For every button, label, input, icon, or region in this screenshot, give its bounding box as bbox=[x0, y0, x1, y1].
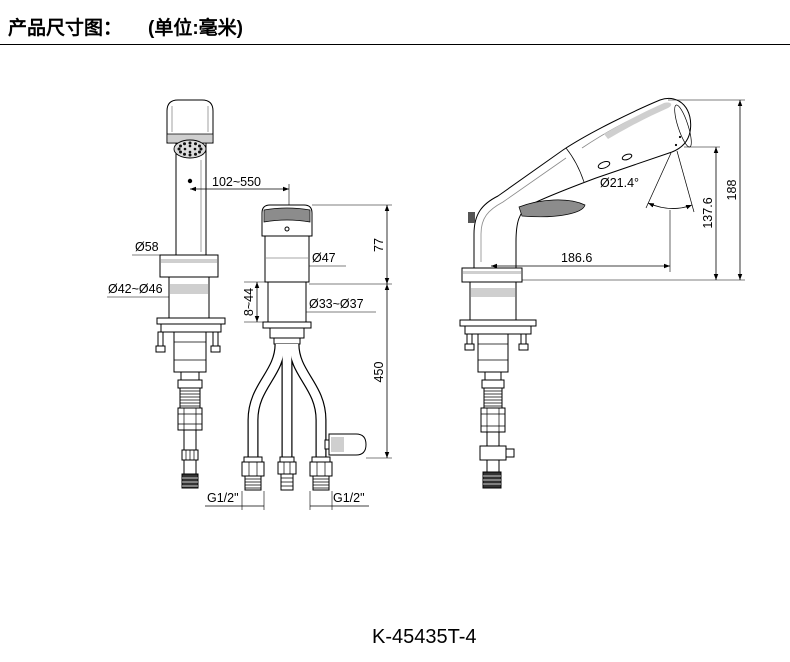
dim-spray-angle: Ø21.4° bbox=[600, 176, 639, 190]
header-divider bbox=[0, 44, 790, 45]
spout-lever bbox=[518, 199, 586, 218]
spout-body bbox=[175, 139, 207, 256]
spout-side-view bbox=[459, 98, 692, 489]
mounting-plate bbox=[156, 317, 226, 333]
valve-shank bbox=[267, 281, 307, 323]
handle-side-view bbox=[241, 204, 367, 491]
dim-spout-reach: 186.6 bbox=[561, 251, 592, 265]
aerator bbox=[173, 139, 207, 159]
shutoff-lever bbox=[324, 433, 367, 456]
dimension-lines bbox=[107, 99, 745, 510]
dim-handle-diameter: Ø47 bbox=[312, 251, 336, 265]
spout-head bbox=[166, 99, 214, 144]
valve-mounting-plate bbox=[262, 321, 312, 345]
dim-handle-height: 77 bbox=[372, 238, 386, 252]
model-number: K-45435T-4 bbox=[372, 626, 477, 648]
side-deck-shank bbox=[469, 281, 517, 321]
dim-hose-length: 450 bbox=[372, 362, 386, 383]
hose-fitting-left bbox=[241, 456, 265, 491]
side-inlet-connector bbox=[479, 371, 515, 489]
spout-hole bbox=[187, 178, 193, 184]
dim-handle-hole-diameter: Ø33~Ø37 bbox=[309, 297, 364, 311]
lower-shank bbox=[173, 331, 207, 373]
dim-spout-base-diameter: Ø58 bbox=[135, 240, 159, 254]
spout-front-view bbox=[155, 99, 226, 489]
side-mounting-plate bbox=[459, 319, 537, 335]
page-title: 产品尺寸图： bbox=[8, 18, 123, 39]
side-mounting-bolts bbox=[464, 333, 529, 351]
hose-fitting-middle bbox=[277, 456, 297, 491]
deck-shank bbox=[168, 276, 210, 319]
handle-lever bbox=[261, 204, 313, 237]
dim-thread-left: G1/2" bbox=[207, 491, 239, 505]
handle-body bbox=[264, 235, 310, 283]
base-ring bbox=[159, 254, 219, 278]
side-base-ring bbox=[461, 267, 523, 283]
dim-spout-outlet-height: 137.6 bbox=[701, 197, 715, 228]
dim-spout-hole-diameter: Ø42~Ø46 bbox=[108, 282, 163, 296]
dim-spout-total-height: 188 bbox=[725, 180, 739, 201]
dim-thread-right: G1/2" bbox=[333, 491, 365, 505]
mode-button bbox=[621, 153, 633, 161]
unit-note: (单位:毫米) bbox=[148, 18, 243, 39]
dim-deck-thickness: 8~44 bbox=[242, 288, 256, 316]
spray-button bbox=[597, 161, 611, 169]
dim-spout-to-handle: 102~550 bbox=[212, 175, 261, 189]
supply-hoses bbox=[247, 343, 327, 457]
dimension-labels: 102~550 Ø58 Ø42~Ø46 Ø47 8~44 Ø33~Ø37 77 … bbox=[108, 175, 739, 505]
inlet-connector bbox=[177, 371, 203, 489]
hose-fitting-right bbox=[309, 456, 333, 491]
pull-out-spout bbox=[468, 98, 692, 269]
side-lower-shank bbox=[477, 333, 509, 373]
mounting-bolts bbox=[155, 331, 221, 353]
